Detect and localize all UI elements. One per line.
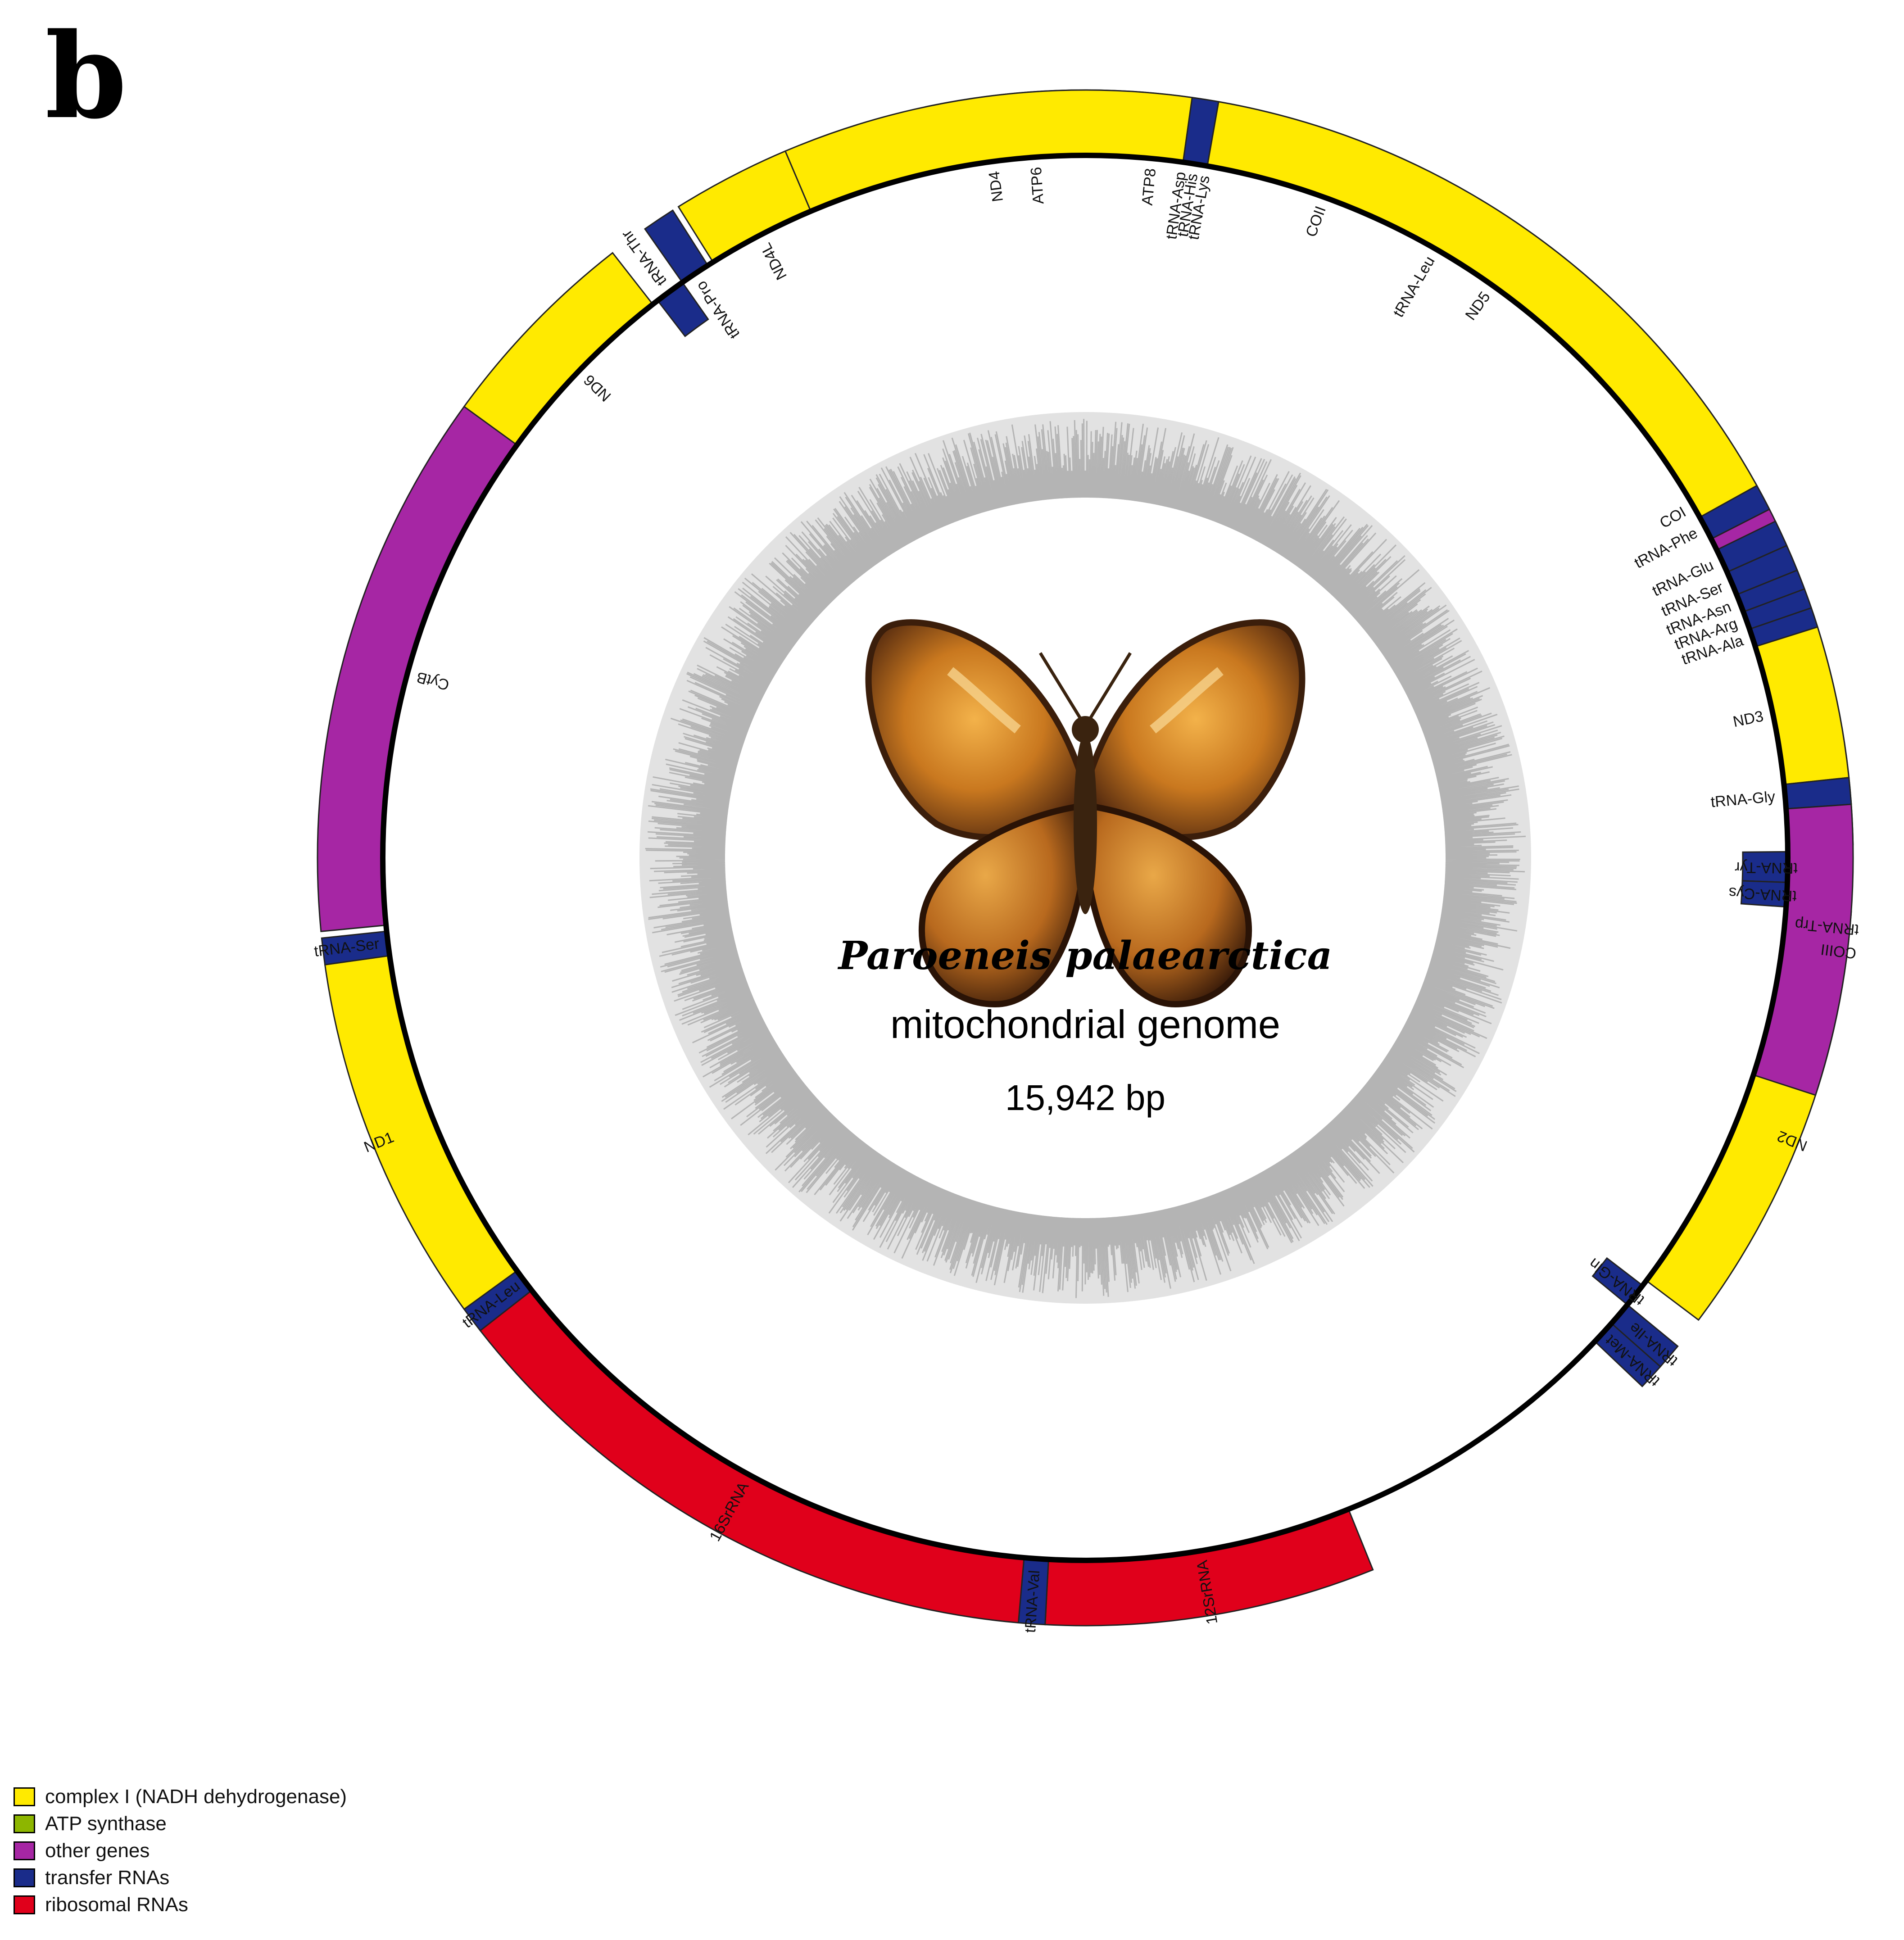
legend: complex I (NADH dehydrogenase) ATP synth… — [14, 1783, 347, 1918]
legend-label: transfer RNAs — [45, 1867, 170, 1889]
gene-label: ATP8 — [1139, 168, 1160, 206]
legend-item-other-genes: other genes — [14, 1837, 347, 1864]
legend-swatch — [14, 1895, 35, 1914]
legend-item-transfer-rnas: transfer RNAs — [14, 1864, 347, 1891]
gene-label: tRNA-Tyr — [1735, 859, 1798, 877]
gene-segment — [463, 252, 654, 446]
legend-label: ribosomal RNAs — [45, 1894, 188, 1916]
gene-features — [317, 89, 1854, 1627]
gene-label: ND3 — [1732, 707, 1765, 730]
gene-label: tRNA-Phe — [1632, 524, 1700, 571]
gene-label: COII — [1302, 204, 1329, 240]
legend-swatch — [14, 1814, 35, 1833]
gene-label: tRNA-Gly — [1710, 788, 1776, 811]
genome-backbone-circle — [380, 153, 1791, 1563]
genome-length: 15,942 bp — [1005, 1078, 1165, 1118]
legend-swatch — [14, 1868, 35, 1887]
gene-label: ND4L — [757, 240, 790, 283]
gene-label: ND4 — [985, 170, 1006, 203]
gene-label: tRNA-Cys — [1728, 884, 1797, 905]
legend-swatch — [14, 1787, 35, 1806]
legend-item-atp-synthase: ATP synthase — [14, 1810, 347, 1837]
legend-item-ribosomal-rnas: ribosomal RNAs — [14, 1891, 347, 1918]
gene-label: COI — [1657, 503, 1689, 532]
panel-letter: b — [45, 8, 127, 145]
gene-label: ND5 — [1462, 289, 1493, 323]
legend-label: complex I (NADH dehydrogenase) — [45, 1786, 347, 1808]
gene-label: ATP6 — [1028, 167, 1047, 205]
legend-swatch — [14, 1841, 35, 1860]
gene-label: tRNA-Leu — [1390, 254, 1438, 320]
species-name: Paroeneis palaearctica — [837, 933, 1333, 979]
gene-segment — [479, 1289, 1025, 1624]
gene-label: CytB — [415, 668, 451, 694]
legend-label: other genes — [45, 1840, 150, 1862]
gene-segment — [324, 955, 518, 1310]
butterfly-photo — [865, 619, 1306, 1008]
gc-content-ring — [639, 412, 1531, 1304]
legend-label: ATP synthase — [45, 1813, 167, 1835]
gc-peaks — [645, 419, 1526, 1298]
legend-item-complex-i: complex I (NADH dehydrogenase) — [14, 1783, 347, 1810]
gene-label: ND6 — [580, 371, 614, 405]
genome-title: mitochondrial genome — [890, 1002, 1280, 1047]
